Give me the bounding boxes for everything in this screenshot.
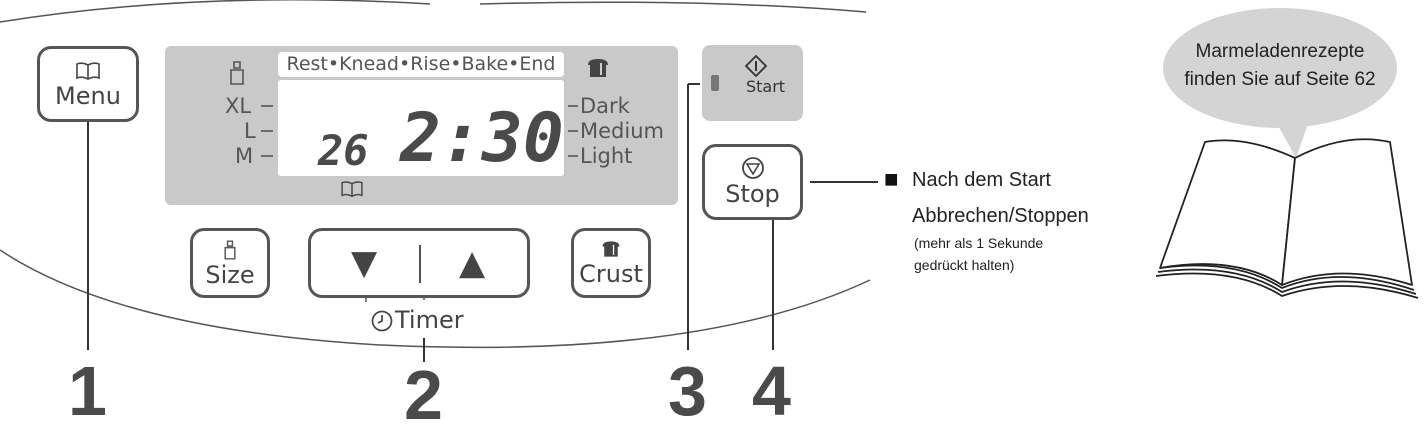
arrow-divider <box>419 245 421 283</box>
crust-level-medium: Medium <box>580 119 664 143</box>
callout-4: 4 <box>752 352 791 430</box>
timer-label: Timer <box>395 306 464 334</box>
housing-top-curve-left <box>0 0 431 23</box>
start-icon <box>745 55 767 77</box>
bubble-line1: Marmeladenrezepte <box>1195 41 1365 62</box>
crust-icon <box>588 59 608 77</box>
stop-note-line4: gedrückt halten) <box>914 257 1015 273</box>
display-screen <box>278 80 564 176</box>
start-button[interactable]: Start <box>702 45 803 121</box>
crust-level-light: Light <box>580 144 633 168</box>
stop-note-line1: Nach dem Start <box>912 169 1051 191</box>
clock-icon <box>371 310 393 332</box>
size-level-l: L <box>244 119 256 143</box>
callout-3: 3 <box>668 352 707 430</box>
crust-ticks <box>568 105 578 157</box>
recipe-book-icon <box>76 62 100 80</box>
display-time: 2:30 <box>400 99 564 178</box>
housing-bottom-curve <box>0 249 871 349</box>
start-label: Start <box>745 77 786 96</box>
stop-button[interactable]: Stop <box>702 144 803 220</box>
book-icon <box>1155 138 1419 299</box>
bubble-line2: finden Sie auf Seite 62 <box>1184 69 1376 90</box>
size-button[interactable]: Size <box>190 228 270 298</box>
menu-button[interactable]: Menu <box>37 46 139 122</box>
crust-button-icon <box>602 241 620 257</box>
callout-2: 2 <box>404 356 443 434</box>
start-indicator-light <box>711 75 719 91</box>
stop-note-line2: Abbrechen/Stoppen <box>912 205 1089 227</box>
menu-label: Menu <box>55 82 121 110</box>
stage-indicator: Rest•Knead•Rise•Bake•End <box>278 52 564 77</box>
display-menu-number: 26 <box>318 126 369 175</box>
stop-note-bullet: ■ <box>884 166 899 193</box>
timer-adjust-button[interactable]: ▼ ▲ <box>308 228 530 298</box>
timer-up-button[interactable]: ▲ <box>459 243 486 283</box>
display-recipe-icon <box>341 181 363 198</box>
size-button-icon <box>224 240 236 260</box>
callout-1: 1 <box>68 352 107 430</box>
size-ticks <box>261 105 273 157</box>
crust-level-dark: Dark <box>580 94 630 118</box>
speech-bubble <box>1163 8 1397 158</box>
stop-icon <box>741 157 764 179</box>
housing-top-curve-right <box>479 1 867 13</box>
size-level-xl: XL <box>225 94 252 118</box>
crust-label: Crust <box>579 260 643 288</box>
size-icon <box>230 61 244 85</box>
stop-label: Stop <box>725 180 780 208</box>
size-label: Size <box>205 261 255 289</box>
timer-down-button[interactable]: ▼ <box>351 243 378 283</box>
stop-note-line3: (mehr als 1 Sekunde <box>914 235 1044 251</box>
size-level-m: M <box>235 144 254 168</box>
crust-button[interactable]: Crust <box>571 228 651 298</box>
